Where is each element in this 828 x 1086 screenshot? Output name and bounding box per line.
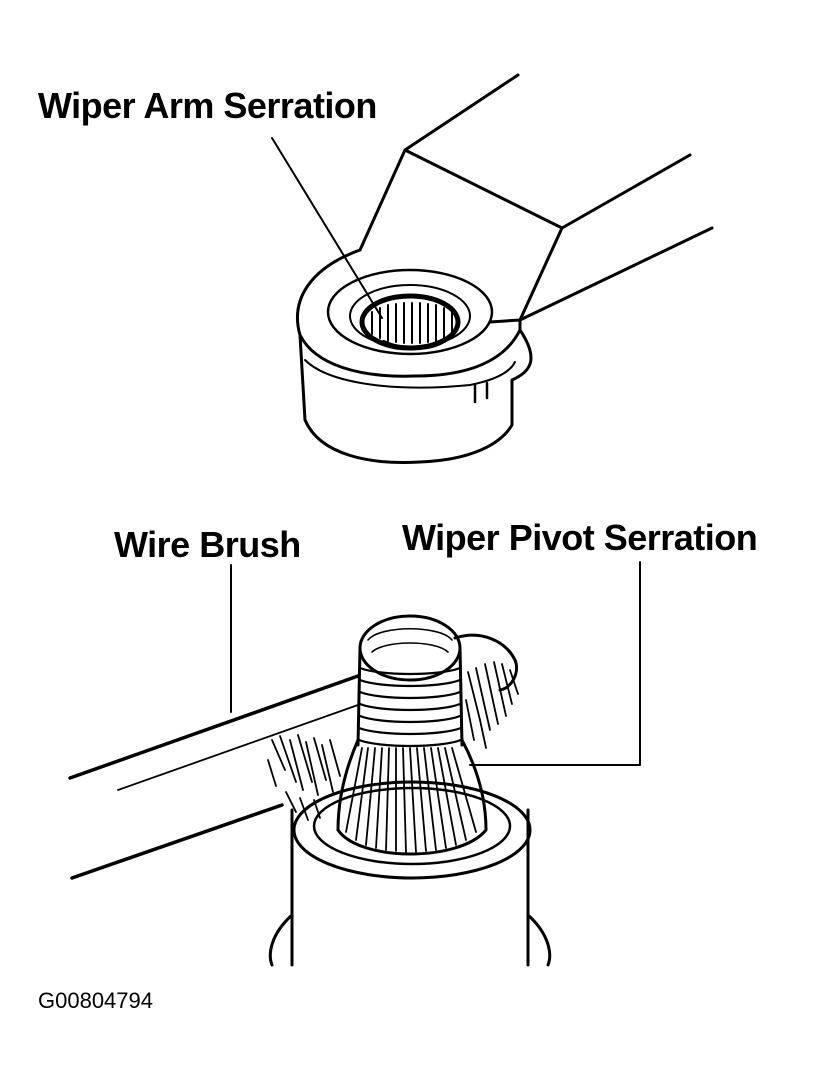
wiper-arm-serration-label: Wiper Arm Serration bbox=[38, 85, 377, 126]
pivot-threads bbox=[357, 666, 463, 748]
pivot-cone bbox=[336, 738, 488, 856]
pivot-shaft-top-rings bbox=[367, 627, 453, 653]
wiper-arm-boss-cylinder bbox=[298, 328, 533, 464]
wiper-arm-serration-teeth bbox=[371, 302, 453, 344]
wiper-pivot-drawing bbox=[268, 614, 552, 967]
wire-brush-handle-top bbox=[68, 674, 360, 780]
wire-brush-bristles-left bbox=[267, 734, 341, 821]
pivot-housing bbox=[290, 808, 530, 967]
wiper-arm-leader bbox=[271, 137, 383, 319]
wiper-arm-boss-rim bbox=[304, 359, 516, 389]
pivot-shaft-top bbox=[358, 614, 462, 682]
wiper-arm-bore-shadow bbox=[382, 340, 444, 350]
wire-brush-handle-bottom bbox=[70, 803, 284, 880]
wiper-arm-collar-outer bbox=[326, 268, 494, 356]
wiper-arm-boss-top bbox=[296, 248, 522, 378]
wiper-arm-boss-step bbox=[473, 381, 489, 404]
pivot-cone-serrations bbox=[345, 747, 477, 853]
wiper-pivot-leader bbox=[469, 561, 641, 766]
pivot-housing-flare bbox=[268, 913, 552, 967]
figure-id: G00804794 bbox=[38, 988, 153, 1013]
wiper-arm-drawing bbox=[271, 73, 714, 464]
wire-brush-head bbox=[453, 633, 518, 692]
wiper-arm-plate bbox=[358, 73, 714, 324]
wire-brush-drawing bbox=[68, 564, 519, 880]
wire-brush-bristles-right bbox=[465, 661, 519, 749]
wiper-pivot-serration-label: Wiper Pivot Serration bbox=[402, 517, 758, 558]
wire-brush-handle-mid bbox=[117, 704, 359, 791]
wire-brush-label: Wire Brush bbox=[114, 524, 301, 565]
